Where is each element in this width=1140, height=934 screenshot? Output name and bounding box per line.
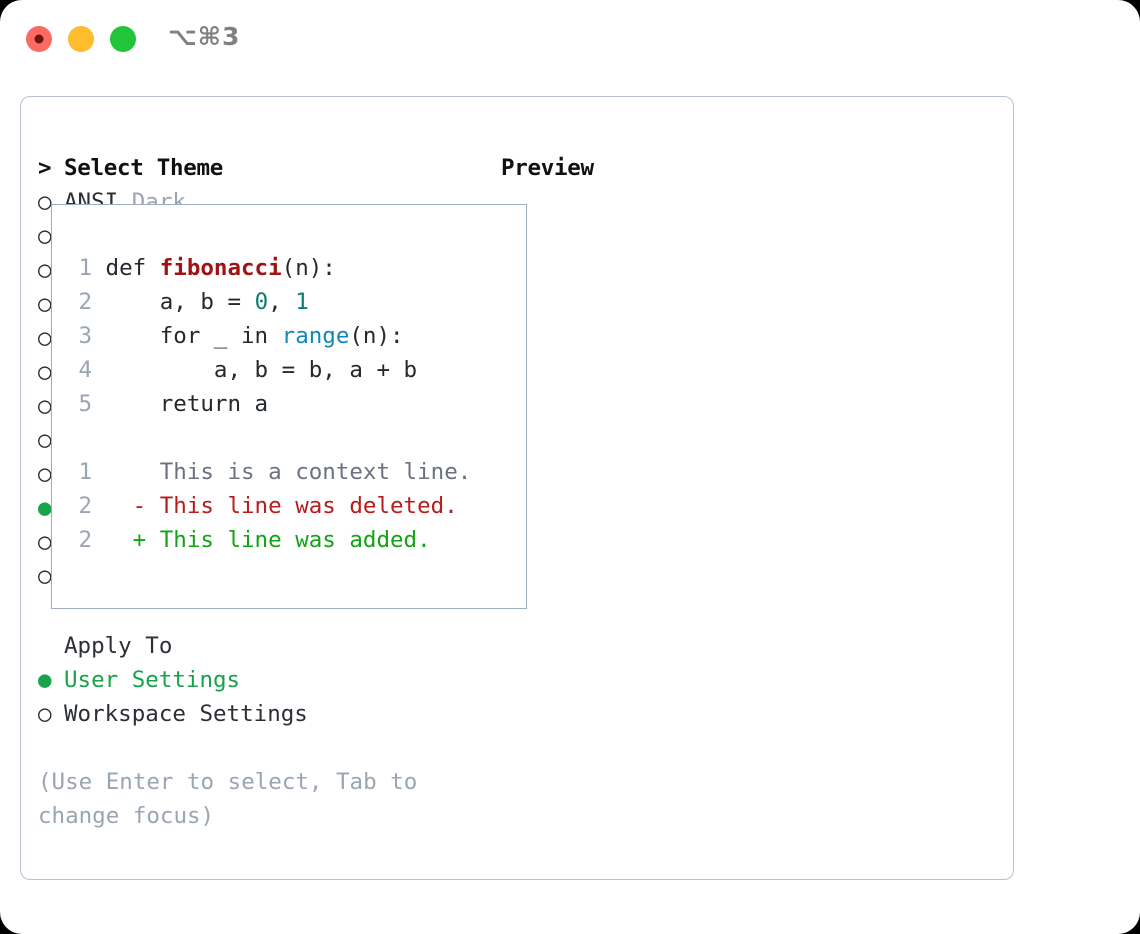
radio-unselected-icon[interactable]: ○ bbox=[38, 291, 52, 317]
code-token: a, b = bbox=[105, 289, 255, 315]
title-bar: ⌥⌘3 bbox=[0, 0, 1140, 78]
apply-to-label: Apply To bbox=[64, 633, 173, 659]
code-token: , bbox=[268, 289, 296, 315]
code-line: 5 return a bbox=[68, 387, 471, 421]
spacer bbox=[38, 731, 498, 765]
gutter-gap bbox=[92, 357, 106, 383]
maximize-button[interactable] bbox=[110, 26, 136, 52]
radio-unselected-icon[interactable]: ○ bbox=[38, 563, 52, 589]
apply-to-list: ● User Settings ○ Workspace Settings bbox=[38, 663, 498, 731]
code-line: 1 def fibonacci(n): bbox=[68, 251, 471, 285]
code-diff-separator bbox=[68, 421, 471, 455]
gutter-gap bbox=[92, 323, 106, 349]
close-button[interactable] bbox=[26, 26, 52, 52]
diff-line-text: + This line was added. bbox=[92, 527, 431, 553]
select-theme-heading: > Select Theme bbox=[38, 151, 498, 185]
diff-line-text: - This line was deleted. bbox=[92, 493, 458, 519]
code-line: 2 a, b = 0, 1 bbox=[68, 285, 471, 319]
line-number: 4 bbox=[78, 357, 92, 383]
code-token: a, b = b, a + b bbox=[105, 357, 418, 383]
radio-unselected-icon[interactable]: ○ bbox=[38, 393, 52, 419]
keyboard-shortcut-label: ⌥⌘3 bbox=[168, 22, 241, 51]
code-token: def bbox=[105, 255, 160, 281]
page-title: Select Theme bbox=[64, 155, 223, 181]
preview-title: Preview bbox=[501, 155, 594, 181]
line-number: 1 bbox=[78, 255, 92, 281]
radio-unselected-icon[interactable]: ○ bbox=[38, 257, 52, 283]
line-number: 2 bbox=[78, 527, 92, 553]
radio-unselected-icon[interactable]: ○ bbox=[38, 189, 52, 215]
gutter-gap bbox=[92, 255, 106, 281]
code-token: return a bbox=[105, 391, 269, 417]
line-number: 2 bbox=[78, 289, 92, 315]
code-line: 3 for _ in range(n): bbox=[68, 319, 471, 353]
gutter-gap bbox=[92, 391, 106, 417]
radio-unselected-icon[interactable]: ○ bbox=[38, 359, 52, 385]
diff-line-text: This is a context line. bbox=[92, 459, 472, 485]
code-line: 4 a, b = b, a + b bbox=[68, 353, 471, 387]
apply-to-option-label: User Settings bbox=[64, 667, 241, 693]
radio-unselected-icon[interactable]: ○ bbox=[38, 223, 52, 249]
apply-to-heading: Apply To bbox=[38, 629, 498, 663]
gutter-gap bbox=[92, 289, 106, 315]
diff-line: 2 + This line was added. bbox=[68, 523, 471, 557]
window-controls bbox=[26, 26, 136, 52]
radio-unselected-icon[interactable]: ○ bbox=[38, 701, 52, 727]
line-number: 2 bbox=[78, 493, 92, 519]
preview-column: Preview bbox=[501, 151, 1001, 185]
main-panel: >Select Theme ○ANSI Dark○Atom One Dark○A… bbox=[20, 96, 1014, 880]
apply-to-option-label: Workspace Settings bbox=[64, 701, 308, 727]
radio-selected-icon[interactable]: ● bbox=[38, 667, 52, 693]
minimize-button[interactable] bbox=[68, 26, 94, 52]
code-token: fibonacci bbox=[159, 255, 282, 281]
code-token: (n): bbox=[349, 323, 404, 349]
help-hint-text: (Use Enter to select, Tab to change focu… bbox=[38, 769, 418, 829]
code-token: 1 bbox=[295, 289, 309, 315]
apply-to-option[interactable]: ○ Workspace Settings bbox=[38, 697, 498, 731]
radio-unselected-icon[interactable]: ○ bbox=[38, 529, 52, 555]
code-token: range bbox=[281, 323, 350, 349]
radio-unselected-icon[interactable]: ○ bbox=[38, 461, 52, 487]
code-token: 0 bbox=[254, 289, 269, 315]
radio-unselected-icon[interactable]: ○ bbox=[38, 427, 52, 453]
line-number: 3 bbox=[78, 323, 92, 349]
diff-line: 2 - This line was deleted. bbox=[68, 489, 471, 523]
code-token: for _ in bbox=[105, 323, 282, 349]
prompt-caret-icon: > bbox=[38, 155, 52, 181]
diff-line: 1 This is a context line. bbox=[68, 455, 471, 489]
radio-unselected-icon[interactable]: ○ bbox=[38, 325, 52, 351]
radio-selected-icon[interactable]: ● bbox=[38, 495, 52, 521]
line-number: 1 bbox=[78, 459, 92, 485]
apply-to-option[interactable]: ● User Settings bbox=[38, 663, 498, 697]
line-number: 5 bbox=[78, 391, 92, 417]
code-token: (n): bbox=[281, 255, 336, 281]
